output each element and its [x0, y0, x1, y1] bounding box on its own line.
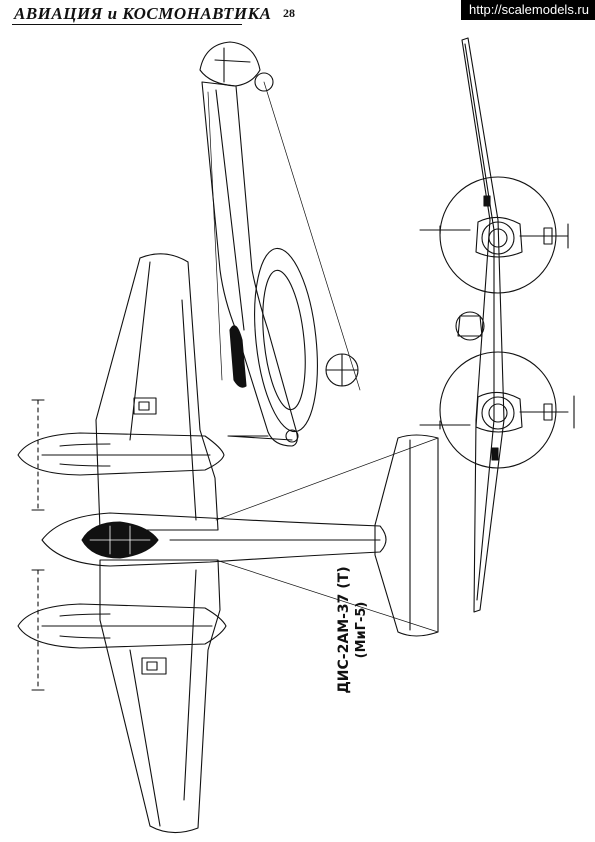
plan-lower-hatch — [141, 657, 167, 675]
side-tail-fin — [199, 41, 261, 87]
plan-horizontal-tail — [374, 434, 439, 637]
header-rule — [12, 24, 242, 25]
plan-upper-wing — [95, 253, 219, 531]
front-spinner-upper — [488, 228, 508, 248]
side-projection-line-2 — [207, 91, 223, 381]
plan-prop-ticks — [31, 399, 45, 691]
side-canopy — [229, 325, 247, 388]
plan-upper-hatch-inner — [138, 401, 150, 411]
plan-upper-nacelle-panels — [59, 443, 111, 467]
plan-fuselage — [41, 512, 387, 567]
front-exhaust-upper — [483, 195, 491, 207]
front-cowling-lower — [475, 391, 523, 433]
aircraft-designation: ДИС-2АМ-37 (Т) — [336, 566, 352, 694]
side-view — [199, 41, 361, 447]
plan-lower-aileron-line — [129, 649, 161, 827]
front-gear-wheels — [543, 227, 553, 421]
side-rudder-lines — [214, 47, 251, 83]
front-gear-ticks — [567, 223, 575, 429]
front-engine-lower — [481, 396, 515, 430]
front-spinner-lower — [488, 403, 508, 423]
front-tail-planes — [419, 229, 471, 426]
front-wing-span — [461, 37, 505, 613]
front-engine-upper — [481, 221, 515, 255]
side-nacelle-ellipse — [254, 247, 318, 433]
front-fuselage — [455, 311, 485, 341]
plan-upper-aileron-line — [129, 261, 151, 441]
front-canopy-frame — [457, 315, 483, 337]
aircraft-subtitle: (МиГ-5) — [354, 601, 369, 659]
plan-lower-wing — [99, 559, 221, 834]
magazine-title: АВИАЦИЯ и КОСМОНАВТИКА — [14, 4, 272, 23]
side-ground-line — [227, 435, 293, 441]
plan-canopy-frames — [89, 525, 151, 555]
side-main-wheel — [285, 429, 299, 443]
plan-projection-lines — [215, 437, 439, 633]
aircraft-caption: ДИС-2АМ-37 (Т) (МиГ-5) — [336, 560, 370, 700]
front-exhaust-lower — [491, 447, 499, 461]
plan-lower-nacelle — [17, 603, 227, 649]
front-prop-disc-lower — [439, 351, 557, 469]
plan-upper-hatch — [133, 397, 157, 415]
plan-lower-hatch-inner — [146, 661, 158, 671]
side-projection-line — [263, 81, 361, 391]
side-fuselage-axis — [215, 89, 245, 331]
source-watermark[interactable]: http://scalemodels.ru — [461, 0, 595, 20]
side-nacelle-inner — [262, 269, 306, 411]
side-fuselage — [201, 81, 298, 447]
front-prop-disc-upper — [439, 176, 557, 294]
front-view — [419, 37, 575, 613]
plan-upper-nacelle — [17, 432, 225, 476]
side-prop-cross — [325, 353, 359, 387]
front-gear-struts — [519, 235, 569, 413]
side-tail-wheel — [254, 72, 274, 92]
front-cowling-upper — [475, 216, 523, 258]
front-wing-centerline — [464, 43, 495, 601]
plan-view — [17, 253, 439, 834]
plan-upper-wing-panel — [181, 299, 197, 521]
plan-lower-nacelle-panels — [59, 613, 111, 639]
plan-lower-wing-panel — [183, 569, 197, 801]
page-number: 28 — [283, 6, 295, 20]
